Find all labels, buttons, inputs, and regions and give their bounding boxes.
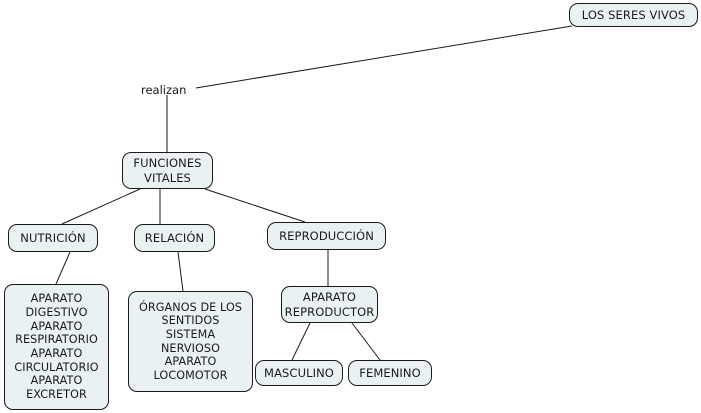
node-reproduccion[interactable]: REPRODUCCIÓN [267,222,386,250]
edge-relacion-list [177,251,184,292]
edge-label-realizan: realizan [141,83,187,97]
node-relacion[interactable]: RELACIÓN [134,224,215,252]
node-funciones-vitales[interactable]: FUNCIONES VITALES [122,152,213,189]
node-femenino[interactable]: FEMENINO [348,360,432,386]
node-relacion-organ-list[interactable]: ÓRGANOS DE LOS SENTIDOS SISTEMA NERVIOSO… [128,291,253,392]
edge-nutricion-list [55,251,71,285]
edge-central-reproduccion [204,188,306,223]
edge-central-nutricion [61,188,141,225]
node-nutricion-organ-list[interactable]: APARATO DIGESTIVO APARATO RESPIRATORIO A… [4,284,109,410]
edge-aparato-masculino [291,322,311,361]
edge-aparato-femenino [351,322,381,361]
node-aparato-reproductor[interactable]: APARATO REPRODUCTOR [281,286,378,323]
node-los-seres-vivos[interactable]: LOS SERES VIVOS [569,3,698,27]
node-masculino[interactable]: MASCULINO [255,360,343,386]
edge-realizan-root [195,25,573,89]
node-nutricion[interactable]: NUTRICIÓN [8,224,98,252]
